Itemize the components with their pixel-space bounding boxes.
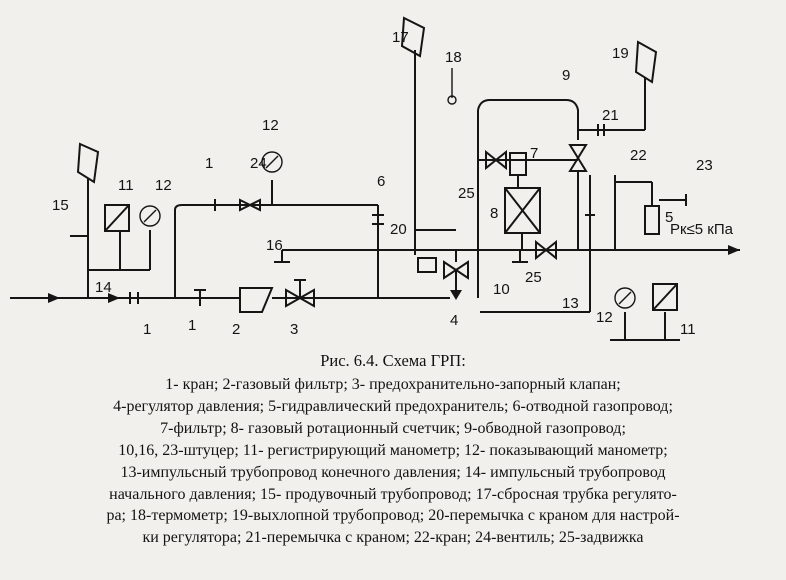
label-3: 3 [290,321,298,338]
label-5: 5 [665,209,673,226]
label-18: 18 [445,49,462,66]
label-8: 8 [490,205,498,222]
label-10: 10 [493,281,510,298]
label-1c: 1 [205,155,213,172]
flow-arrow-out [728,245,740,255]
regulator-4 [443,260,458,280]
flow-arrow-1 [48,293,60,303]
grp-diagram: 1 1 1 2 3 4 5 6 7 8 9 10 11 11 12 12 12 … [10,16,740,341]
legend-line: 10,16, 23-штуцер; 11- регистрирующий ман… [118,441,668,459]
label-20: 20 [390,221,407,238]
label-7: 7 [530,145,538,162]
legend-line: начального давления; 15- продувочный тру… [109,485,677,503]
ssv-3-left [285,288,303,308]
valve-bypass-9 [568,144,588,160]
label-12b: 12 [262,117,279,134]
gate-valve-25-bottom [535,239,548,261]
legend-line: ра; 18-термометр; 19-выхлопной трубопров… [106,507,680,525]
label-21: 21 [602,107,619,124]
gauge-12-left [139,205,161,227]
gas-filter-2 [239,287,274,313]
recording-gauge-11 [104,204,130,232]
gate-valve-25-top [485,149,498,171]
label-16: 16 [266,237,283,254]
gauge-12-top [261,151,283,173]
label-14: 14 [95,279,112,296]
regulator-actuator [417,257,437,273]
hydraulic-safety-5 [644,205,660,235]
label-1b: 1 [188,317,196,334]
label-22: 22 [630,147,647,164]
label-11b: 11 [680,321,696,338]
label-24: 24 [250,155,267,172]
legend-line: 4-регулятор давления; 5-гидравлический п… [113,397,673,415]
label-17: 17 [392,29,409,46]
label-13: 13 [562,295,579,312]
label-11a: 11 [118,177,134,194]
gauge-12-right [614,287,636,309]
label-pressure: Pк≤5 кПа [670,221,734,238]
filter-7 [509,152,527,176]
legend-line: 1- кран; 2-газовый фильтр; 3- предохрани… [165,376,621,393]
bypass-9 [477,99,579,140]
figure-caption: Рис. 6.4. Схема ГРП: [320,351,466,370]
legend-line: ки регулятора; 21-перемычка с краном; 22… [142,529,644,547]
label-12c: 12 [596,309,613,326]
legend-line: 7-фильтр; 8- газовый ротационный счетчик… [160,419,626,437]
label-12a: 12 [155,177,172,194]
label-23: 23 [696,157,713,174]
label-2: 2 [232,321,240,338]
label-25a: 25 [458,185,475,202]
legend-line: 13-импульсный трубопровод конечного давл… [120,463,666,481]
bypass-6 [174,204,378,211]
label-9: 9 [562,67,570,84]
ssv-3-right [297,288,315,308]
figure-legend: 1- кран; 2-газовый фильтр; 3- предохрани… [0,374,786,549]
exhaust-19-cap [634,40,658,84]
label-1a: 1 [143,321,151,338]
valve-24 [239,198,253,212]
relief-17-cap [400,16,426,58]
recording-gauge-11-right [652,283,678,311]
label-6: 6 [377,173,385,190]
purge-15-cap [76,142,100,184]
label-25b: 25 [525,269,542,286]
label-19: 19 [612,45,629,62]
label-15: 15 [52,197,69,214]
flow-arrow-2 [108,293,120,303]
label-4: 4 [450,312,458,329]
